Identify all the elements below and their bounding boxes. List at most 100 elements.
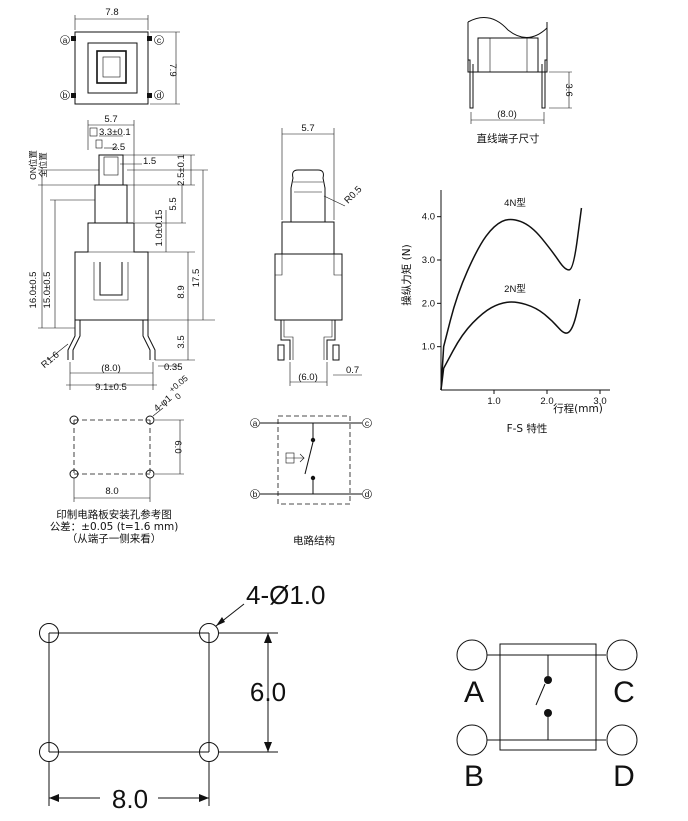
pin-d-label: d [157, 90, 162, 100]
dim-8-0-front: (8.0) [101, 363, 121, 374]
pcb-hole [69, 415, 79, 425]
dim-5-7-front: 5.7 [104, 114, 117, 125]
series-label-4n: 4N型 [504, 198, 526, 209]
on-position-label: ON位置 [28, 150, 38, 180]
top-view-frame [87, 42, 138, 94]
dim-3-5: 3.5 [176, 335, 187, 348]
dim-17-5: 17.5 [191, 269, 202, 288]
dim-16-0: 16.0±0.5 [28, 272, 39, 309]
dim-6-0-pcb: 6.0 [172, 440, 183, 453]
terminal-b-label: B [464, 760, 484, 793]
dim-6-0-side: (6.0) [298, 372, 318, 383]
series-line-4n [440, 207, 583, 391]
dim-5-7-side: 5.7 [301, 123, 314, 134]
dim-3-6: 3.6 [563, 83, 574, 96]
terminal-c-label: C [613, 676, 635, 709]
large-holes-label: 4-Ø1.0 [246, 580, 326, 610]
top-pin-tab [71, 36, 76, 41]
side-view: 5.7 R0.5 (6.0) 0.7 [274, 123, 364, 386]
pcb-hole [145, 415, 155, 425]
circuit-pin-a: a [253, 418, 258, 428]
dim-7-9: 7.9 [167, 63, 178, 76]
dim-1-5: 1.5 [143, 156, 156, 167]
dim-15-0: 15.0±0.5 [42, 272, 53, 309]
circuit-large: A B C D [456, 639, 638, 793]
terminal-d-circle [606, 724, 638, 756]
dim-8-0-pcb: 8.0 [105, 486, 118, 497]
pin-label-circle [154, 35, 164, 45]
chart-axes [440, 190, 610, 391]
pcb-hole-large [199, 742, 219, 762]
circuit-pin-b: b [253, 489, 258, 499]
straight-terminal-view: (8.0) 3.6 直线端子尺寸 [467, 17, 574, 145]
pin-c-label: c [157, 35, 162, 45]
dim-9-1: 9.1±0.5 [95, 382, 127, 393]
x-tick-label: 1.0 [487, 396, 500, 407]
pin-label-circle [60, 35, 70, 45]
series-line-2n [440, 298, 581, 391]
top-view-button-inner [102, 56, 121, 78]
straight-terminal-caption: 直线端子尺寸 [477, 132, 540, 145]
pin-a-label: a [63, 35, 68, 45]
pcb-caption-tolerance: 公差：±0.05 (t=1.6 mm) [50, 520, 179, 533]
dim-7-8: 7.8 [105, 7, 118, 18]
dim-0-7: 0.7 [346, 365, 359, 376]
pin-b-label: b [63, 90, 68, 100]
pcb-caption-view: （从端子一侧来看） [67, 532, 162, 545]
chart-title: F-S 特性 [507, 422, 548, 435]
chart-ylabel: 操纵力矩 (N) [400, 244, 413, 305]
dim-2-5: 2.5 [112, 142, 125, 153]
plunger [98, 154, 124, 186]
pcb-hole-large [199, 623, 219, 643]
top-view: a b c d 7.8 7.9 [60, 7, 180, 105]
full-position-label: 全位置 [38, 152, 48, 178]
top-view-body-outline [74, 31, 149, 105]
front-view: 5.7 3.3±0.1 2.5 1.5 2.5±0.1 5.5 1.0±0.15… [28, 114, 215, 393]
x-tick-label: 2.0 [540, 396, 553, 407]
y-tick-label: 1.0 [422, 342, 435, 353]
x-tick-label: 3.0 [593, 396, 606, 407]
dim-8-9: 8.9 [176, 285, 187, 298]
terminal-c-circle [606, 639, 638, 671]
circuit-caption: 电路结构 [293, 534, 335, 547]
large-switch-contact [535, 683, 546, 706]
circuit-pin-c: c [365, 418, 370, 428]
dim-r0-5: R0.5 [342, 184, 364, 206]
switch-contact [304, 441, 314, 475]
terminal-b-circle [456, 724, 488, 756]
dim-8-0-straight: (8.0) [497, 109, 517, 120]
tol-plus: +0.05 [167, 373, 190, 395]
pin-label-circle [60, 90, 70, 100]
dim-1-0: 1.0±0.15 [154, 210, 165, 247]
dim-0-35: 0.35 [164, 362, 183, 373]
top-view-button [96, 50, 127, 84]
chart-series [440, 207, 583, 391]
terminal-d-label: D [613, 760, 635, 793]
terminal-a-label: A [464, 676, 484, 709]
series-label-2n: 2N型 [504, 284, 526, 295]
pcb-caption-title: 印制电路板安装孔参考图 [56, 508, 172, 521]
switch-body [74, 222, 149, 321]
y-tick-label: 4.0 [422, 212, 435, 223]
top-pin-tab [71, 93, 76, 98]
terminal-a-circle [456, 639, 488, 671]
top-pin-tab [147, 36, 152, 41]
circuit-small: a b c d 电路结构 [250, 415, 372, 547]
large-dim-6-0: 6.0 [250, 677, 286, 707]
top-pin-tab [147, 93, 152, 98]
dim-4-phi1: 4-φ1 [152, 393, 174, 414]
y-tick-label: 2.0 [422, 298, 435, 309]
large-dim-8-0: 8.0 [112, 784, 148, 814]
dim-5-5: 5.5 [168, 197, 179, 210]
pcb-layout-small: 4-φ1 +0.05 0 6.0 8.0 印制电路板安装孔参考图 公差：±0.0… [50, 373, 190, 545]
circuit-pin-d: d [365, 489, 370, 499]
pin-label-circle [154, 90, 164, 100]
pcb-hole-large [39, 742, 59, 762]
plunger-shaft [94, 184, 128, 224]
dim-3-3: 3.3±0.1 [99, 127, 131, 138]
dim-r1-6: R1.6 [39, 349, 61, 370]
tol-minus: 0 [173, 391, 183, 402]
